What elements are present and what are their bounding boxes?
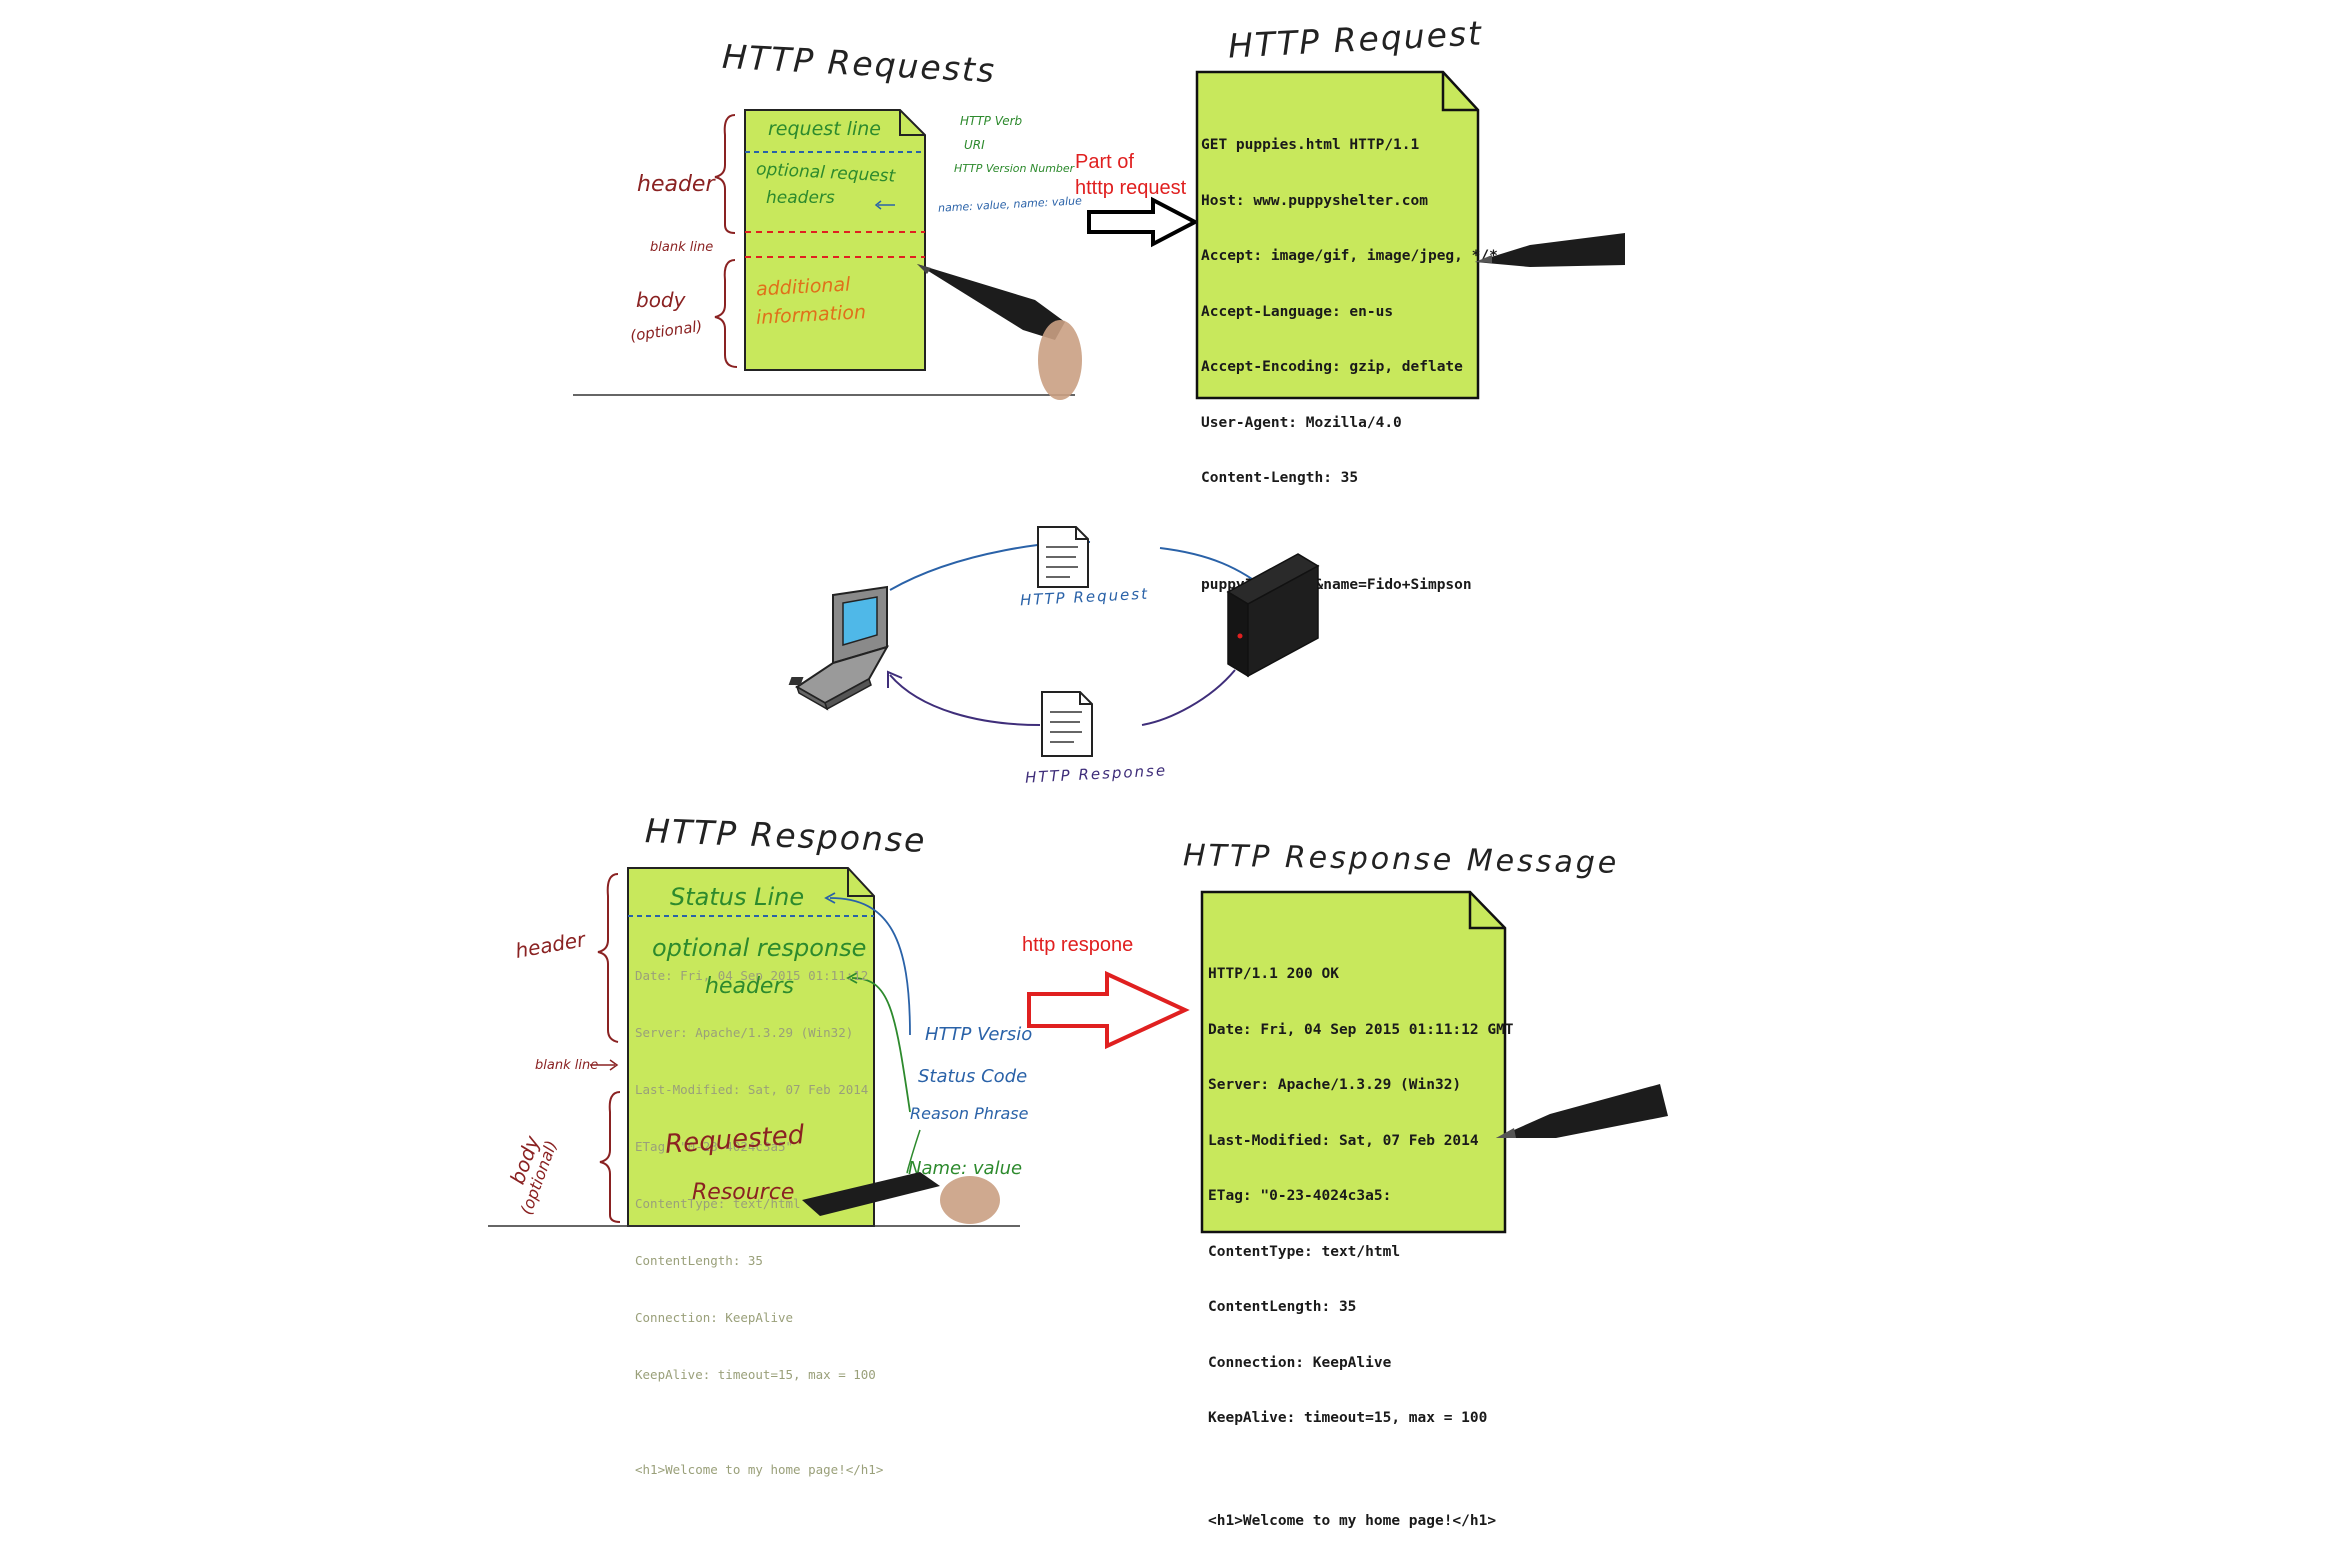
response-line-0: HTTP/1.1 200 OK	[1208, 966, 1339, 982]
request-message-title: HTTP Request	[1227, 13, 1484, 66]
response-message-title: HTTP Response Message	[1182, 838, 1620, 881]
name-value-annotation: Name: value	[908, 1158, 1023, 1179]
request-line-6: Content-Length: 35	[1201, 470, 1359, 486]
faint-line-4: ContentType: text/html	[635, 1196, 801, 1211]
resource-label-2: Resource	[692, 1180, 795, 1205]
reason-phrase-annotation: Reason Phrase	[910, 1104, 1029, 1123]
request-line-1: Host: www.puppyshelter.com	[1201, 192, 1428, 209]
response-line-6: ContentLength: 35	[1208, 1299, 1357, 1315]
request-message-document-icon	[1195, 70, 1480, 400]
request-diagram-title: HTTP Requests	[721, 36, 998, 91]
request-line-label: request line	[768, 118, 881, 140]
faint-line-5: ContentLength: 35	[635, 1253, 763, 1268]
arrow-icon	[1027, 970, 1190, 1050]
request-header-side-label: header	[637, 172, 715, 197]
arrow-icon	[1087, 196, 1200, 248]
uri-annotation: URI	[964, 138, 985, 152]
status-line-label: Status Line	[670, 883, 805, 911]
response-line-9	[1208, 1465, 1504, 1475]
faint-line-3: ETag: "0-23-4024c3a5"	[635, 1139, 794, 1154]
faint-line-2: Last-Modified: Sat, 07 Feb 2014	[635, 1082, 869, 1097]
request-line-3: Accept-Language: en-us	[1201, 303, 1394, 320]
pen-icon	[1475, 233, 1625, 267]
request-body-side-label-1: body	[636, 288, 686, 312]
response-headers-label-1: optional response	[652, 934, 867, 962]
request-note-line-1: Part of	[1075, 151, 1134, 173]
server-icon	[1226, 553, 1320, 678]
response-line-10: <h1>Welcome to my home page!</h1>	[1208, 1512, 1497, 1529]
request-headers-label-2: headers	[766, 188, 835, 208]
response-message-body: HTTP/1.1 200 OK Date: Fri, 04 Sep 2015 0…	[1208, 928, 1514, 1567]
request-line-5: User-Agent: Mozilla/4.0	[1201, 414, 1402, 431]
response-diagram-title: HTTP Response	[644, 811, 928, 860]
http-verb-annotation: HTTP Verb	[960, 114, 1023, 128]
response-document-icon	[488, 867, 1020, 1227]
response-faint-text: Date: Fri, 04 Sep 2015 01:11:12 Server: …	[635, 928, 883, 1517]
request-line-0: GET puppies.html HTTP/1.1	[1201, 137, 1420, 153]
faint-line-6: Connection: KeepAlive	[635, 1310, 794, 1325]
request-line-4: Accept-Encoding: gzip, deflate	[1201, 359, 1463, 375]
response-headers-label-2: headers	[705, 974, 794, 999]
request-line-2: Accept: image/gif, image/jpeg, */*	[1201, 248, 1498, 264]
http-version-annotation: HTTP Versio	[925, 1024, 1033, 1045]
request-blank-line-label: blank line	[650, 240, 714, 255]
response-line-8: KeepAlive: timeout=15, max = 100	[1208, 1410, 1488, 1426]
response-line-4: ETag: "0-23-4024c3a5:	[1208, 1188, 1392, 1204]
response-line-2: Server: Apache/1.3.29 (Win32)	[1208, 1077, 1462, 1093]
laptop-icon	[788, 585, 890, 711]
document-icon	[1041, 691, 1093, 757]
response-line-7: Connection: KeepAlive	[1208, 1354, 1392, 1371]
faint-line-7: KeepAlive: timeout=15, max = 100	[635, 1367, 876, 1382]
response-blank-line-label: blank line	[535, 1058, 599, 1073]
document-icon	[1037, 526, 1089, 588]
pen-icon	[802, 1172, 1000, 1224]
response-line-3: Last-Modified: Sat, 07 Feb 2014	[1208, 1132, 1479, 1149]
faint-line-9: <h1>Welcome to my home page!</h1>	[635, 1462, 884, 1477]
response-message-document-icon	[1200, 890, 1507, 1234]
faint-line-0: Date: Fri, 04 Sep 2015 01:11:12	[635, 968, 869, 983]
pen-icon	[1496, 1084, 1668, 1138]
response-note: http respone	[1022, 934, 1134, 956]
status-code-annotation: Status Code	[918, 1066, 1028, 1087]
faint-line-1: Server: Apache/1.3.29 (Win32)	[635, 1025, 854, 1040]
response-line-5: ContentType: text/html	[1208, 1243, 1401, 1260]
request-note-line-2: htttp request	[1075, 177, 1187, 199]
response-line-1: Date: Fri, 04 Sep 2015 01:11:12 GMT	[1208, 1021, 1514, 1038]
http-version-annotation: HTTP Version Number	[954, 162, 1075, 175]
pen-icon	[917, 264, 1082, 400]
request-document-icon	[573, 109, 1075, 396]
